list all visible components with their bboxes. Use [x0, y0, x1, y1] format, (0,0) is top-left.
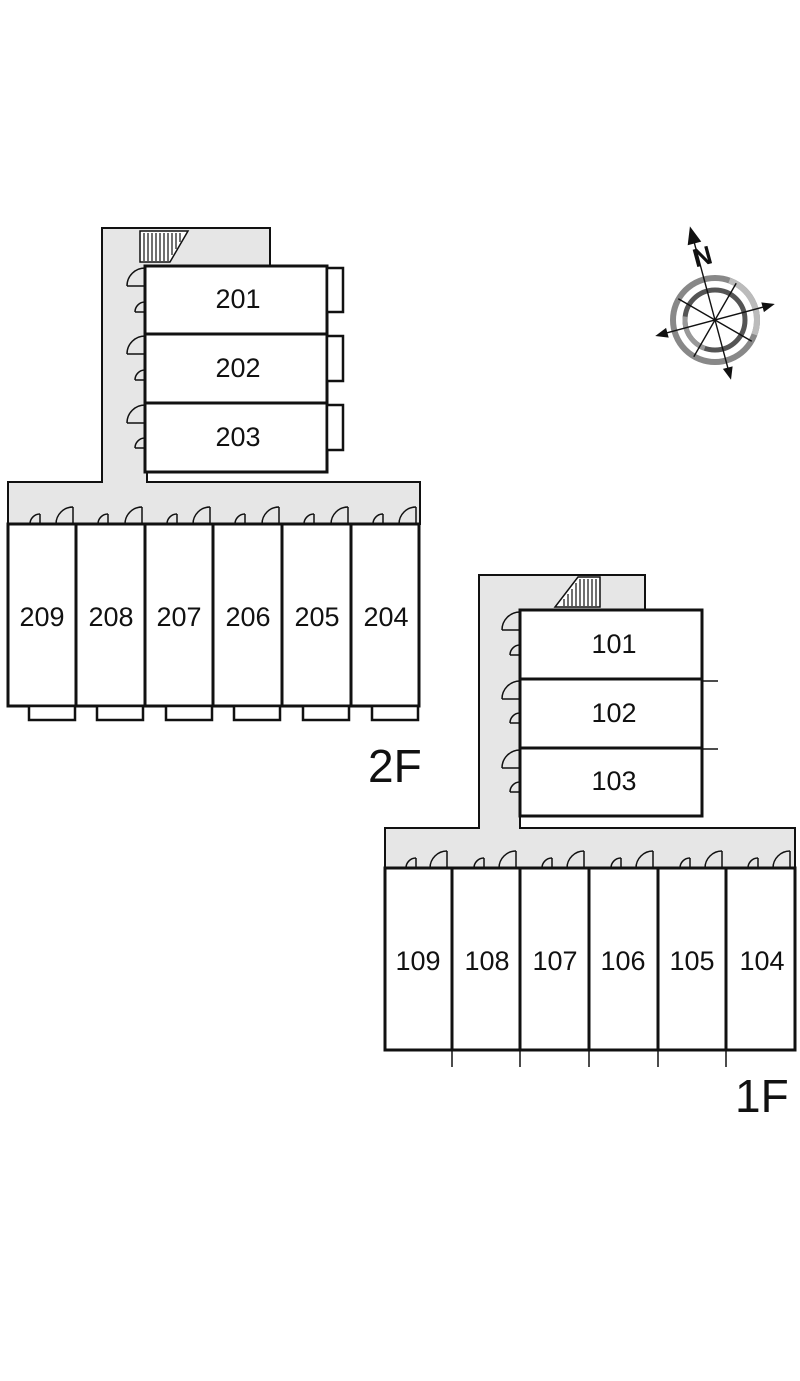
unit-202-label: 202	[215, 353, 260, 383]
floor-1f-plan: 101 102 103 109 108	[383, 574, 797, 1122]
doors-2f-stack	[126, 267, 146, 449]
stairs-2f	[139, 230, 190, 263]
unit-205: 205	[280, 522, 353, 722]
unit-201-label: 201	[215, 284, 260, 314]
unit-108-label: 108	[464, 946, 509, 976]
unit-206-label: 206	[225, 602, 270, 632]
unit-105-label: 105	[669, 946, 714, 976]
unit-204: 204	[349, 522, 421, 722]
unit-207-label: 207	[156, 602, 201, 632]
unit-106: 106	[587, 866, 660, 1052]
corridor-2f	[7, 227, 421, 525]
unit-101: 101	[518, 608, 704, 681]
unit-104: 104	[724, 866, 797, 1052]
unit-102-label: 102	[591, 698, 636, 728]
unit-203-label: 203	[215, 422, 260, 452]
unit-206: 206	[211, 522, 284, 722]
unit-104-label: 104	[739, 946, 784, 976]
unit-107-label: 107	[532, 946, 577, 976]
stairs-1f	[553, 576, 601, 608]
unit-201: 201	[143, 264, 345, 336]
unit-109: 109	[383, 866, 454, 1052]
floor-label-1f: 1F	[735, 1070, 789, 1122]
unit-205-label: 205	[294, 602, 339, 632]
north-label: N	[689, 239, 715, 273]
unit-204-label: 204	[363, 602, 408, 632]
doors-1f-stack	[501, 611, 521, 793]
partition-lines-1f	[451, 1050, 727, 1067]
unit-101-label: 101	[591, 629, 636, 659]
doors-2f-row	[29, 506, 417, 525]
doors-1f-row	[405, 850, 791, 869]
unit-102: 102	[518, 677, 718, 750]
unit-203: 203	[143, 401, 345, 474]
unit-202: 202	[143, 332, 345, 405]
compass-icon: N	[655, 226, 775, 380]
unit-207: 207	[143, 522, 215, 722]
unit-209-label: 209	[19, 602, 64, 632]
corridor-1f	[384, 574, 796, 869]
unit-209: 209	[6, 522, 78, 722]
unit-109-label: 109	[395, 946, 440, 976]
unit-208: 208	[74, 522, 147, 722]
unit-107: 107	[518, 866, 591, 1052]
floor-label-2f: 2F	[368, 740, 422, 792]
floor-2f-plan: 201 202 203 209	[6, 227, 422, 792]
unit-208-label: 208	[88, 602, 133, 632]
unit-108: 108	[450, 866, 522, 1052]
unit-106-label: 106	[600, 946, 645, 976]
unit-103-label: 103	[591, 766, 636, 796]
unit-103: 103	[518, 746, 718, 818]
unit-105: 105	[656, 866, 728, 1052]
